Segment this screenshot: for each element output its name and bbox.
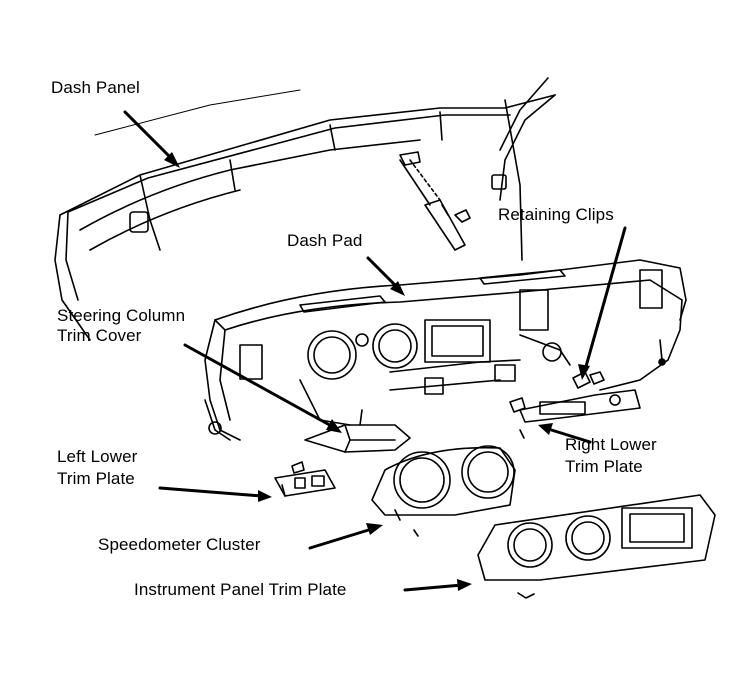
label-retaining-clips: Retaining Clips xyxy=(498,205,614,224)
right-lower-trim-plate-drawing xyxy=(509,389,641,444)
label-right-lower-line2: Trim Plate xyxy=(565,457,643,476)
left-lower-trim-plate-drawing xyxy=(158,461,336,502)
label-right-lower-line1: Right Lower xyxy=(565,435,657,454)
instrument-panel-trim-plate-drawing xyxy=(403,494,716,599)
label-left-lower-line1: Left Lower xyxy=(57,447,138,466)
steering-column-trim-cover-drawing xyxy=(183,343,411,453)
label-left-lower-line2: Trim Plate xyxy=(57,469,135,488)
label-speedometer-cluster: Speedometer Cluster xyxy=(98,535,261,554)
label-steering-column-line1: Steering Column xyxy=(57,306,186,325)
label-dash-pad: Dash Pad xyxy=(287,231,363,250)
retaining-clips-drawing xyxy=(454,209,627,389)
dash-panel-drawing xyxy=(54,77,556,341)
label-steering-column-line2: Trim Cover xyxy=(57,326,142,345)
label-dash-panel: Dash Panel xyxy=(51,78,140,97)
speedometer-cluster-drawing xyxy=(308,445,516,550)
dash-pad-drawing xyxy=(204,256,687,441)
label-instrument-panel-trim-plate: Instrument Panel Trim Plate xyxy=(134,580,347,599)
